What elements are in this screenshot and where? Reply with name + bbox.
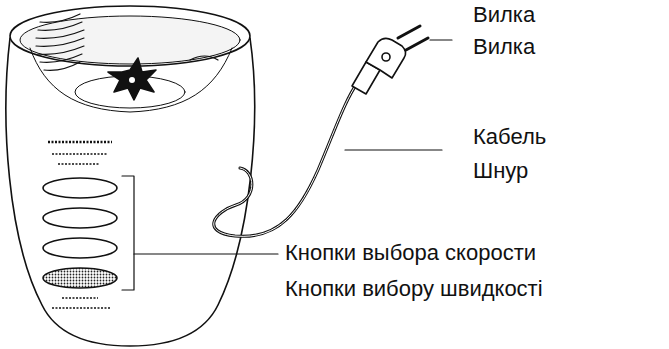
leader-line	[345, 149, 442, 150]
part-label: Вилка	[473, 2, 535, 28]
plug	[352, 26, 428, 94]
appliance-body	[6, 38, 255, 346]
leader-line	[134, 253, 278, 254]
part-label: Кнопки выбора скорости	[285, 240, 536, 266]
speed-button	[43, 208, 117, 228]
speed-button	[43, 268, 117, 288]
vents	[36, 14, 84, 70]
part-label: Шнур	[473, 158, 528, 184]
leader-line	[430, 39, 452, 40]
part-label: Вилка	[473, 34, 535, 60]
blade	[108, 58, 156, 100]
cable	[214, 82, 358, 236]
speed-button	[43, 178, 117, 198]
bracket	[122, 176, 134, 290]
top-rim	[10, 6, 250, 66]
speed-button	[43, 238, 117, 258]
body-markings	[48, 142, 112, 308]
part-label: Кнопки вибору швидкості	[285, 276, 543, 302]
part-label: Кабель	[473, 124, 546, 150]
